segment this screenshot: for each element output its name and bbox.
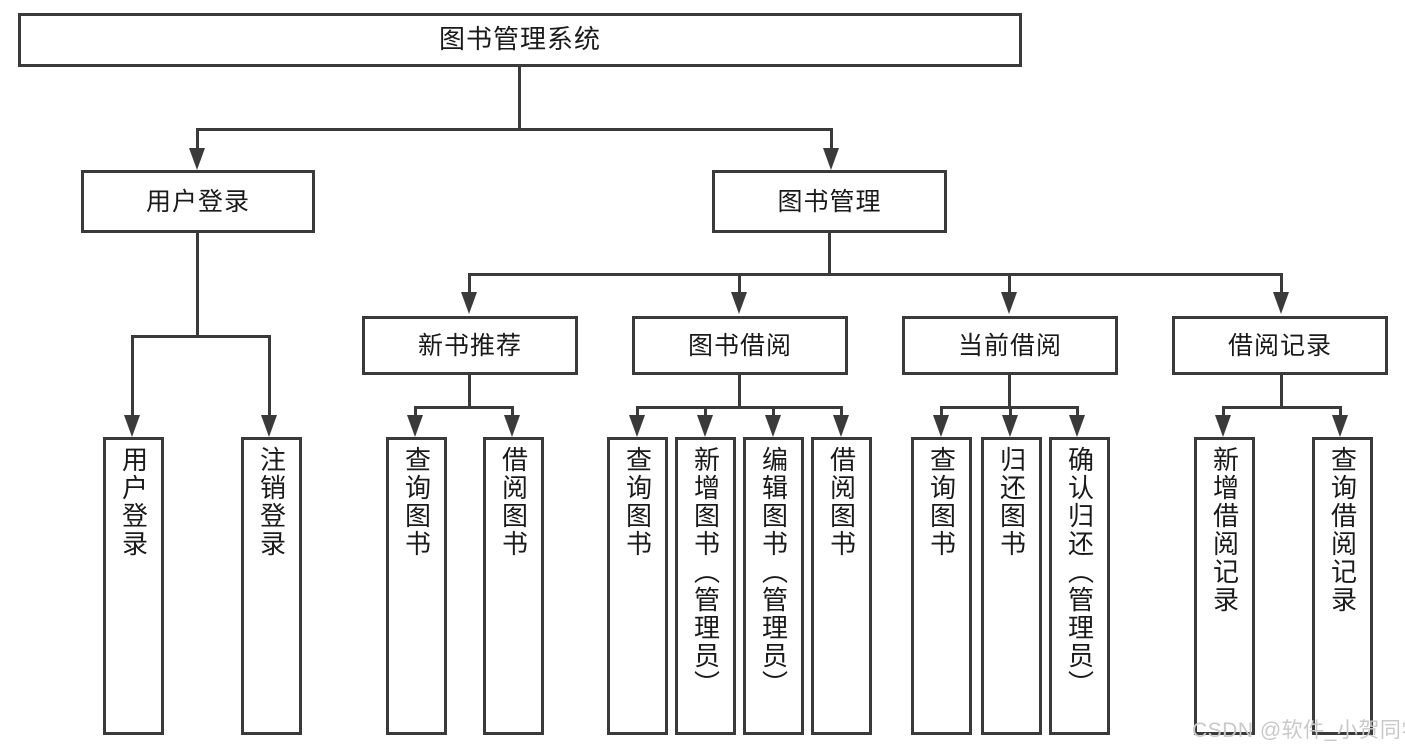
connector-bm-to-book-borrow — [738, 273, 741, 297]
arrowhead-user-login-to-leaf-2 — [261, 415, 277, 437]
node-leaf-user-login[interactable]: 用户登录 — [103, 437, 164, 735]
arrowhead-br-to-leaf-1 — [1215, 415, 1231, 437]
node-leaf-query-book-2[interactable]: 查询图书 — [607, 437, 668, 735]
node-book-borrow[interactable]: 图书借阅 — [632, 316, 848, 375]
node-leaf-borrow-book-1[interactable]: 借阅图书 — [483, 437, 544, 735]
arrowhead-bm-to-new-book-recommend — [461, 292, 477, 314]
node-leaf-query-book-3[interactable]: 查询图书 — [911, 437, 972, 735]
connector-user-login-bus — [131, 335, 271, 338]
arrowhead-cb-to-leaf-2 — [1002, 415, 1018, 437]
node-current-borrow[interactable]: 当前借阅 — [902, 316, 1118, 375]
node-borrow-record[interactable]: 借阅记录 — [1172, 316, 1388, 375]
node-leaf-query-record-label: 查询借阅记录 — [1327, 446, 1358, 614]
node-leaf-return-book-label: 归还图书 — [996, 446, 1027, 558]
arrowhead-root-to-book-management — [823, 148, 839, 170]
connector-bb-to-leaf-4 — [840, 406, 843, 420]
connector-user-login-to-leaf-1 — [131, 335, 134, 419]
node-leaf-query-book-3-label: 查询图书 — [926, 446, 957, 558]
connector-nbr-stem — [468, 375, 471, 408]
connector-br-to-leaf-1 — [1222, 406, 1225, 420]
node-leaf-confirm-return[interactable]: 确认归还（管理员） — [1049, 437, 1110, 735]
node-current-borrow-label: 当前借阅 — [957, 331, 1062, 360]
node-leaf-user-login-label: 用户登录 — [118, 446, 149, 558]
node-new-book-recommend-label: 新书推荐 — [417, 331, 522, 360]
connector-cb-to-leaf-1 — [940, 406, 943, 420]
connector-bb-to-leaf-1 — [636, 406, 639, 420]
node-user-login[interactable]: 用户登录 — [81, 170, 315, 233]
arrowhead-bm-to-current-borrow — [1001, 292, 1017, 314]
node-user-login-label: 用户登录 — [145, 187, 250, 216]
node-leaf-logout-login-label: 注销登录 — [256, 446, 287, 558]
node-leaf-borrow-book-2[interactable]: 借阅图书 — [811, 437, 872, 735]
connector-br-bus — [1222, 406, 1342, 409]
connector-bb-to-leaf-3 — [772, 406, 775, 420]
node-leaf-logout-login[interactable]: 注销登录 — [241, 437, 302, 735]
arrowhead-cb-to-leaf-3 — [1069, 415, 1085, 437]
node-book-borrow-label: 图书借阅 — [687, 331, 792, 360]
connector-user-login-to-leaf-2 — [268, 335, 271, 419]
connector-root-to-book-management — [830, 128, 833, 152]
connector-br-to-leaf-2 — [1339, 406, 1342, 420]
arrowhead-bb-to-leaf-1 — [629, 415, 645, 437]
node-leaf-query-record[interactable]: 查询借阅记录 — [1312, 437, 1373, 735]
connector-cb-to-leaf-2 — [1009, 406, 1012, 420]
node-leaf-edit-book[interactable]: 编辑图书（管理员） — [743, 437, 804, 735]
connector-root-to-user-login — [196, 128, 199, 152]
connector-nbr-to-leaf-2 — [511, 406, 514, 420]
arrowhead-root-to-user-login — [189, 148, 205, 170]
node-leaf-add-book-label: 新增图书（管理员） — [690, 446, 721, 698]
node-book-management-label: 图书管理 — [777, 187, 882, 216]
node-book-management[interactable]: 图书管理 — [712, 170, 947, 233]
node-new-book-recommend[interactable]: 新书推荐 — [362, 316, 578, 375]
connector-bm-to-new-book-recommend — [468, 273, 471, 297]
connector-cb-to-leaf-3 — [1076, 406, 1079, 420]
node-leaf-return-book[interactable]: 归还图书 — [981, 437, 1042, 735]
connector-book-management-bus — [468, 273, 1283, 276]
node-leaf-confirm-return-label: 确认归还（管理员） — [1064, 446, 1095, 698]
connector-bb-bus — [636, 406, 840, 409]
connector-bb-to-leaf-2 — [704, 406, 707, 420]
node-leaf-add-record-label: 新增借阅记录 — [1209, 446, 1240, 614]
arrowhead-bb-to-leaf-4 — [833, 415, 849, 437]
arrowhead-bm-to-book-borrow — [731, 292, 747, 314]
node-leaf-add-book[interactable]: 新增图书（管理员） — [675, 437, 736, 735]
csdn-watermark: CSDN @软件_小贺同学 — [1192, 719, 1405, 742]
arrowhead-cb-to-leaf-1 — [933, 415, 949, 437]
node-root-label: 图书管理系统 — [438, 24, 601, 55]
node-leaf-borrow-book-2-label: 借阅图书 — [826, 446, 857, 558]
connector-br-stem — [1280, 375, 1283, 408]
node-leaf-query-book-2-label: 查询图书 — [622, 446, 653, 558]
connector-bm-to-borrow-record — [1280, 273, 1283, 297]
arrowhead-bb-to-leaf-2 — [697, 415, 713, 437]
node-leaf-query-book-1-label: 查询图书 — [401, 446, 432, 558]
arrowhead-bm-to-borrow-record — [1273, 292, 1289, 314]
connector-nbr-bus — [414, 406, 513, 409]
arrowhead-nbr-to-leaf-2 — [504, 415, 520, 437]
node-leaf-edit-book-label: 编辑图书（管理员） — [758, 446, 789, 698]
connector-root-stem — [518, 67, 521, 128]
connector-nbr-to-leaf-1 — [414, 406, 417, 420]
connector-bb-stem — [738, 375, 741, 408]
arrowhead-nbr-to-leaf-1 — [407, 415, 423, 437]
connector-user-login-stem — [196, 233, 199, 337]
connector-bm-to-current-borrow — [1008, 273, 1011, 297]
connector-cb-stem — [1008, 375, 1011, 408]
node-leaf-add-record[interactable]: 新增借阅记录 — [1194, 437, 1255, 735]
connector-root-bus — [196, 128, 833, 131]
node-leaf-borrow-book-1-label: 借阅图书 — [498, 446, 529, 558]
arrowhead-bb-to-leaf-3 — [765, 415, 781, 437]
node-root[interactable]: 图书管理系统 — [18, 13, 1022, 67]
arrowhead-br-to-leaf-2 — [1332, 415, 1348, 437]
arrowhead-user-login-to-leaf-1 — [124, 415, 140, 437]
node-borrow-record-label: 借阅记录 — [1227, 331, 1332, 360]
connector-book-management-stem — [828, 233, 831, 275]
node-leaf-query-book-1[interactable]: 查询图书 — [386, 437, 447, 735]
